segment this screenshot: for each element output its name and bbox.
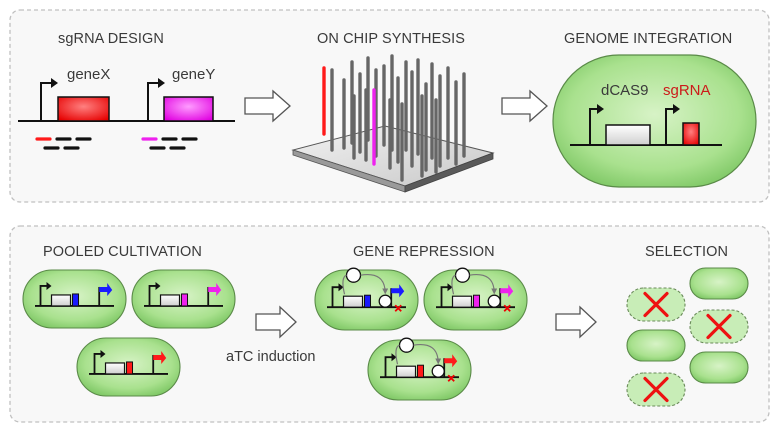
target-gene-flag-icon [208, 282, 222, 296]
promoter-arrow-icon [40, 82, 52, 121]
cell [131, 269, 236, 329]
pooled-cultivation-title: POOLED CULTIVATION [43, 244, 202, 260]
promoter-arrow-icon [384, 356, 392, 378]
selection-cells [626, 267, 749, 407]
target-gene-flag-icon [391, 284, 405, 298]
sgrna-guides-x [35, 137, 92, 150]
cell [22, 269, 127, 329]
atc-induction-label: aTC induction [226, 349, 315, 365]
target-gene-flag-icon [99, 282, 113, 296]
repression-cross-icon [394, 304, 402, 312]
dcas9-gene-box [605, 124, 651, 146]
surviving-cell [689, 351, 749, 384]
flow-arrow-icon [244, 89, 291, 123]
promoter-arrow-icon [589, 108, 598, 145]
flow-arrow-icon [501, 89, 548, 123]
surviving-cell [689, 267, 749, 300]
promoter-arrow-icon [148, 285, 156, 306]
promoter-arrow-icon [440, 286, 448, 308]
dcas9-gene-box [104, 362, 126, 375]
depletion-cross-icon [706, 313, 732, 340]
dcas9-label: dCAS9 [601, 82, 649, 99]
depletion-cross-icon [643, 291, 669, 318]
promoter-arrow-icon [39, 285, 47, 306]
dcas9-protein-icon [398, 337, 415, 353]
dcas9-gene-box [159, 294, 181, 307]
flow-arrow-icon [555, 305, 597, 339]
sgrna-gene-box [417, 364, 425, 378]
gene-x-label: geneX [67, 66, 110, 83]
repression-cross-icon [447, 374, 455, 382]
target-gene-flag-icon [500, 284, 514, 298]
cell [314, 267, 419, 331]
sgrna-gene-box [181, 293, 189, 307]
sgrna-gene-box [682, 122, 700, 146]
sgrna-guides-y [141, 137, 198, 150]
selection-title: SELECTION [645, 244, 728, 260]
on-chip-synthesis-title: ON CHIP SYNTHESIS [317, 31, 465, 47]
promoter-arrow-icon [93, 353, 101, 374]
repressor-complex-icon [431, 364, 445, 378]
sgrna-design-title: sgRNA DESIGN [58, 31, 164, 47]
dcas9-gene-box [451, 295, 473, 308]
gene-y-label: geneY [172, 66, 215, 83]
integration-cell: dCAS9 sgRNA [552, 54, 757, 188]
gene-y-box [163, 96, 214, 122]
sgrna-gene-box [364, 294, 372, 308]
cell [367, 337, 472, 401]
dna-chip [291, 54, 495, 193]
target-gene-flag-icon [444, 354, 458, 368]
repressor-complex-icon [487, 294, 501, 308]
surviving-cell [626, 329, 686, 362]
sgrna-gene-box [473, 294, 481, 308]
promoter-arrow-icon [665, 108, 674, 145]
pooled-cells [22, 269, 236, 397]
repression-cells [314, 267, 528, 401]
flow-arrow-icon [255, 305, 297, 339]
depletion-cross-icon [643, 376, 669, 403]
cell [76, 337, 181, 397]
genome-integration-title: GENOME INTEGRATION [564, 31, 732, 47]
gene-x-box [57, 96, 110, 122]
oligo-strands [322, 54, 466, 182]
sgrna-design-gene-map: geneX geneY [18, 66, 235, 150]
dcas9-gene-box [395, 365, 417, 378]
promoter-arrow-icon [147, 82, 159, 121]
target-gene-flag-icon [153, 350, 167, 364]
dcas9-gene-box [342, 295, 364, 308]
cell [423, 267, 528, 331]
dcas9-gene-box [50, 294, 72, 307]
repressor-complex-icon [378, 294, 392, 308]
dcas9-protein-icon [345, 267, 362, 283]
repression-cross-icon [503, 304, 511, 312]
sgrna-gene-box [126, 361, 134, 375]
dcas9-protein-icon [454, 267, 471, 283]
gene-repression-title: GENE REPRESSION [353, 244, 495, 260]
sgrna-label: sgRNA [663, 82, 711, 99]
sgrna-gene-box [72, 293, 80, 307]
promoter-arrow-icon [331, 286, 339, 308]
